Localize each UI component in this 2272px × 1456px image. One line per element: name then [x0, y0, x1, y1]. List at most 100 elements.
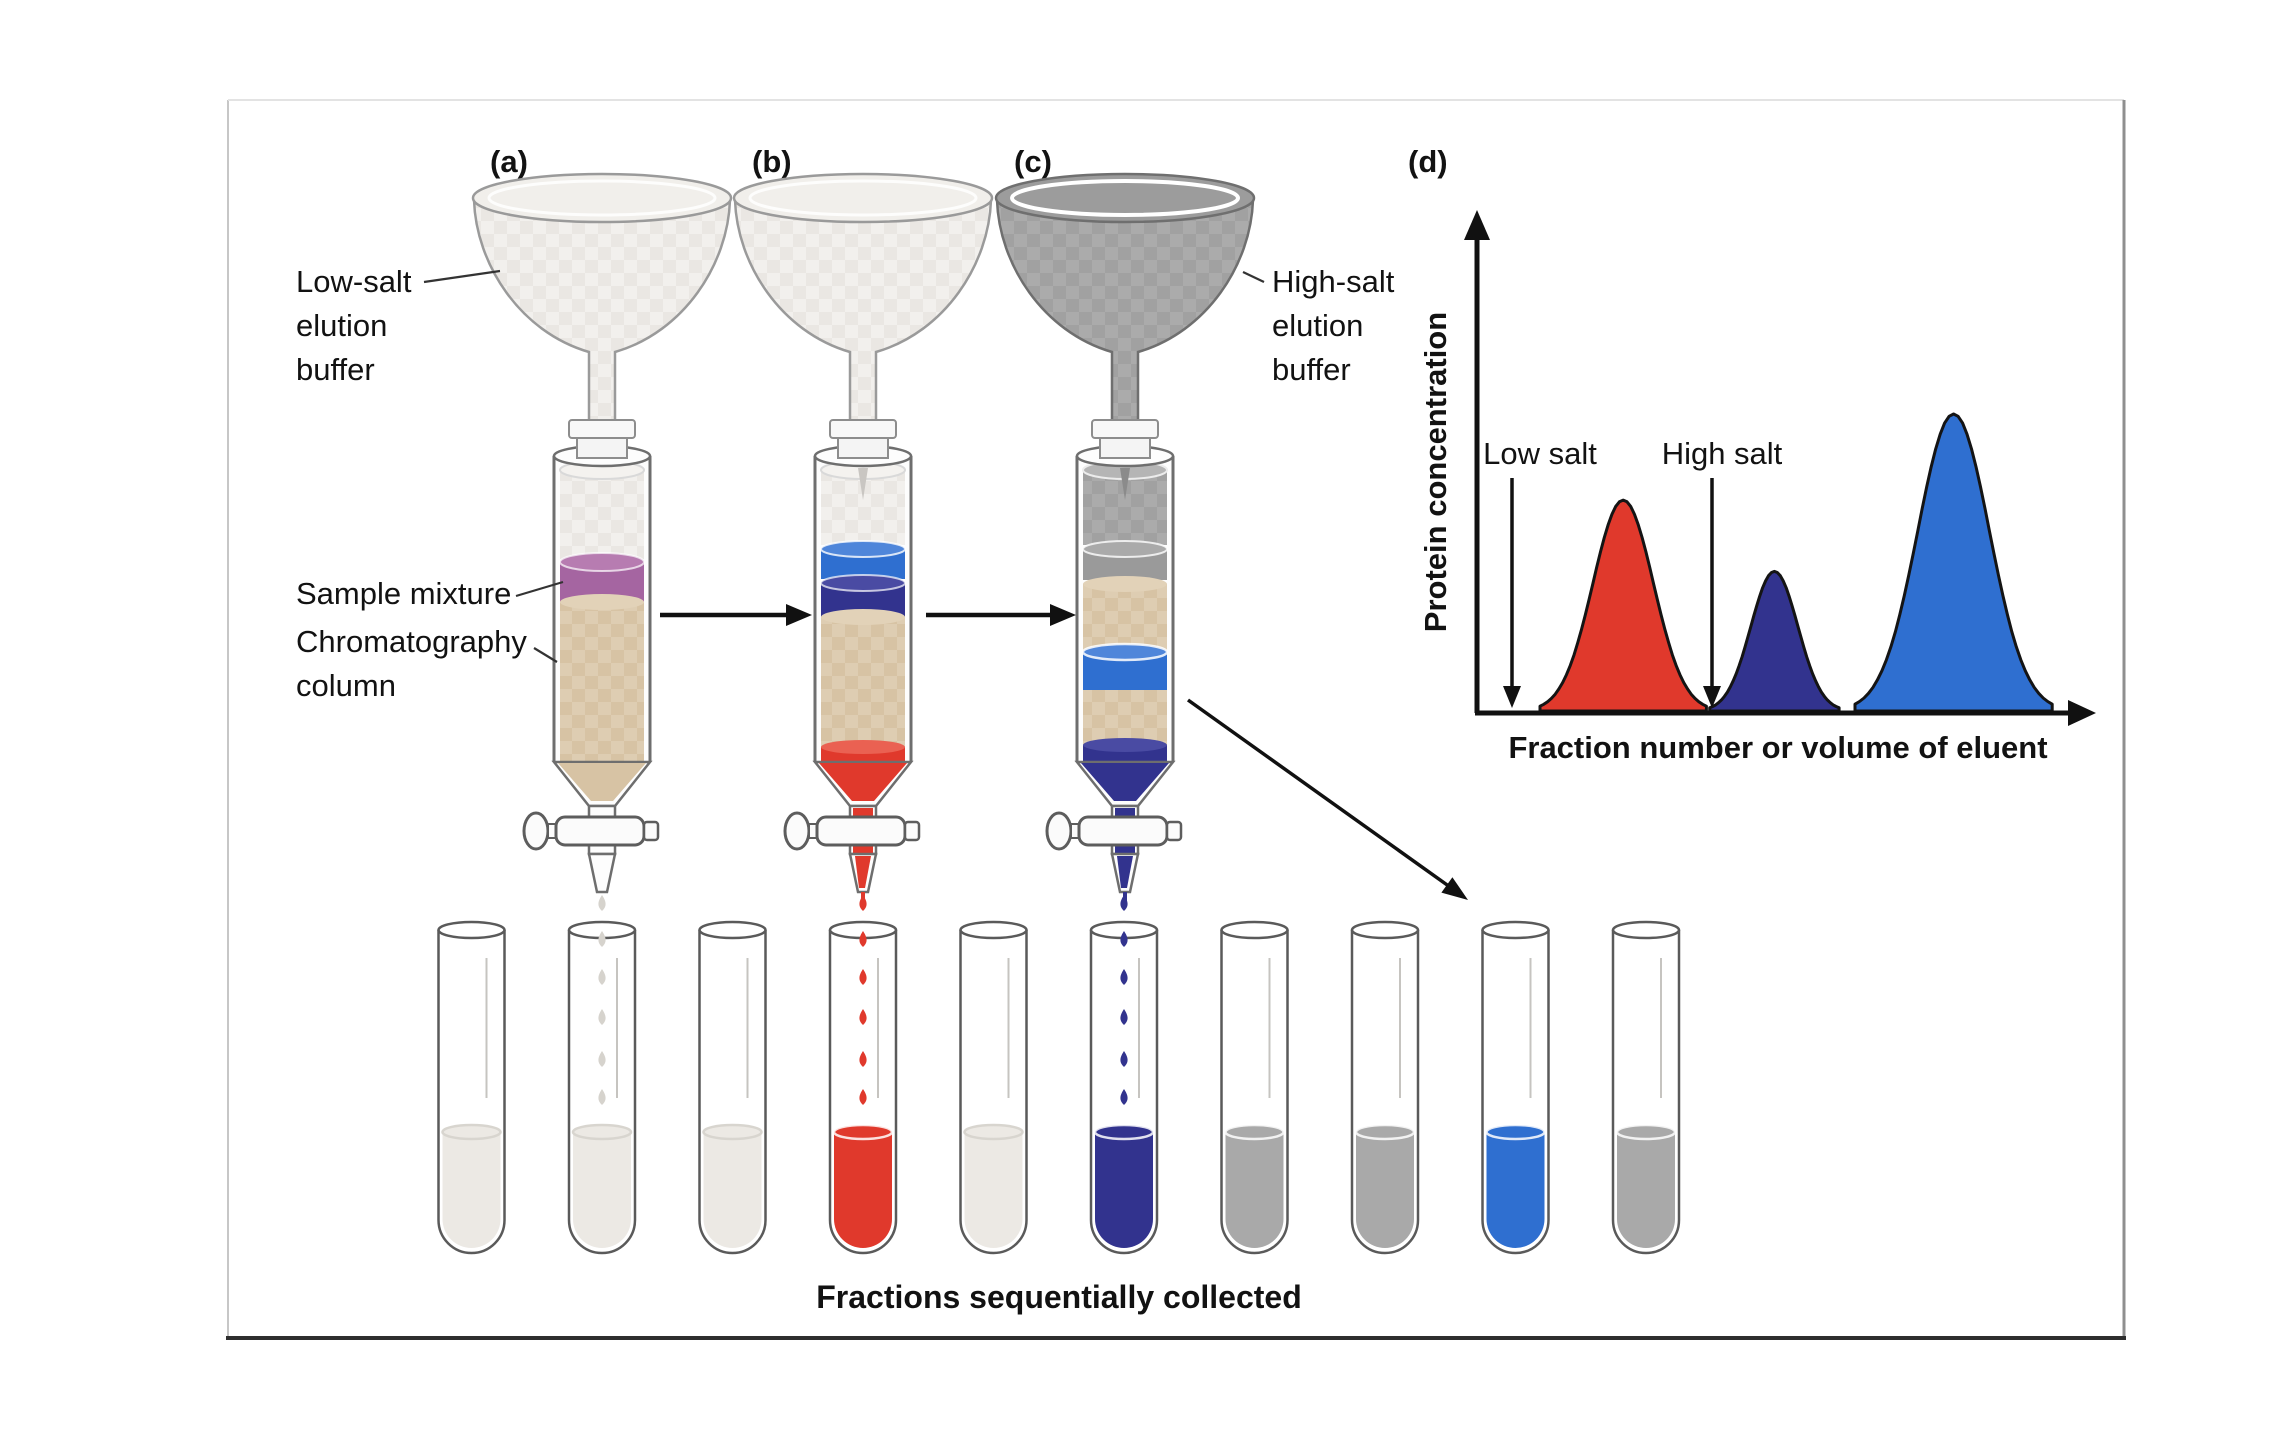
arrow-c-to-tubes-head — [1441, 877, 1468, 900]
test-tube-5 — [959, 920, 1028, 1255]
stopcock-c — [1045, 811, 1183, 851]
tube-contents-surface — [1485, 1123, 1546, 1141]
chromatography-column-pointer — [533, 647, 558, 663]
tube-contents — [1617, 1132, 1675, 1248]
column-b — [732, 172, 994, 904]
low-salt-annotation: Low salt — [1483, 436, 1597, 471]
high-salt-annotation: High salt — [1662, 436, 1783, 471]
drip — [1120, 895, 1128, 911]
outlet-spout-a — [587, 852, 617, 894]
drip — [598, 931, 606, 947]
tube-mouth — [698, 920, 767, 940]
tube-contents — [1225, 1132, 1284, 1248]
tube-contents-surface — [1354, 1123, 1416, 1141]
test-tube-4 — [828, 895, 898, 1255]
column-stopper-a — [568, 419, 636, 439]
funnel-c-rim-highlight — [1010, 179, 1240, 217]
buffer-layer-a — [560, 470, 644, 562]
taper-navy-c — [1081, 763, 1169, 801]
panel-frame — [226, 99, 2126, 1340]
chromatography-column-label-line2: column — [296, 668, 396, 703]
tube-mouth — [437, 920, 506, 940]
tube-contents — [1095, 1132, 1153, 1248]
test-tube-8 — [1350, 920, 1420, 1255]
funnel-drip-b — [858, 468, 868, 500]
stopcock-b — [783, 811, 921, 851]
drip — [1120, 931, 1128, 947]
high-salt-buffer-label-line3: buffer — [1272, 352, 1351, 387]
red-band-surface-b — [821, 740, 905, 754]
stopcock-cap-b — [903, 820, 921, 842]
resin-bed-a — [560, 602, 644, 762]
funnel-a-rim — [471, 172, 733, 224]
tube-contents-surface — [571, 1123, 633, 1141]
tube-contents-surface — [1093, 1123, 1155, 1141]
column-stopper-c — [1091, 419, 1159, 439]
chart-peaks — [1538, 412, 2054, 713]
drip — [1120, 1009, 1128, 1025]
tube-contents-surface — [441, 1123, 502, 1141]
chart-peak-blue-peak-high-salt-eluate — [1853, 412, 2054, 713]
stopcock-body-b — [815, 815, 907, 847]
column-neck-b — [837, 437, 889, 459]
drip — [598, 1009, 606, 1025]
funnel-c-bowl — [995, 198, 1255, 426]
arrow-a-to-b-head — [786, 604, 812, 626]
blue-band-surface-c — [1081, 642, 1169, 662]
tube-contents-surface — [1615, 1123, 1677, 1141]
test-tube-3 — [698, 920, 767, 1255]
spout-navy-c — [1117, 856, 1133, 888]
resin-surface-a — [560, 594, 644, 610]
test-tube-1 — [437, 920, 506, 1255]
drip — [859, 931, 867, 947]
low-salt-buffer-label-line1: Low-salt — [296, 264, 412, 299]
tube-contents — [964, 1132, 1023, 1248]
sample-mixture-pointer — [515, 580, 564, 598]
tube-mouth — [1611, 920, 1681, 940]
tube-contents — [1356, 1132, 1414, 1248]
y-axis-label: Protein concentration — [1418, 312, 1453, 632]
sample-band-surface — [559, 552, 645, 572]
chromatography-column-label-line1: Chromatography — [296, 624, 527, 659]
drip — [598, 1089, 606, 1105]
stopcock-body-c — [1077, 815, 1169, 847]
stopcock-handle-b — [783, 811, 811, 851]
high-salt-buffer-pointer — [1242, 271, 1265, 283]
drip — [859, 1089, 867, 1105]
stopcock-cap-a — [642, 820, 660, 842]
column-neck-c — [1099, 437, 1151, 459]
tube-mouth — [1220, 920, 1289, 940]
funnel-b-rim-highlight — [748, 179, 978, 217]
high-salt-buffer-label-line1: High-salt — [1272, 264, 1395, 299]
column-neck-a — [576, 437, 628, 459]
drip — [859, 969, 867, 985]
navy-band-surface-c — [1083, 738, 1167, 752]
drip — [1120, 1089, 1128, 1105]
stopcock-body-a — [554, 815, 646, 847]
arrow-c-to-tubes — [1186, 698, 1452, 889]
tube-mouth — [959, 920, 1028, 940]
arrow-b-to-c-head — [1050, 604, 1076, 626]
taper-red-b — [819, 763, 907, 801]
drip — [859, 1051, 867, 1067]
funnel-b-bowl — [733, 198, 993, 426]
column-c — [994, 172, 1256, 904]
tube-contents-surface — [702, 1123, 763, 1141]
drip — [598, 969, 606, 985]
drip — [1120, 969, 1128, 985]
chart-peak-navy-peak-low-salt-eluate — [1708, 569, 1841, 713]
funnel-b-rim — [732, 172, 994, 224]
funnel-a-rim-highlight — [487, 179, 717, 217]
taper-resin-a — [558, 763, 646, 801]
tube-contents-surface — [1224, 1123, 1285, 1141]
spout-red-b — [855, 856, 871, 888]
stopcock-handle-a — [522, 811, 550, 851]
y-axis-arrowhead — [1464, 210, 1490, 240]
test-tube-2 — [567, 895, 637, 1255]
tube-contents-surface — [963, 1123, 1024, 1141]
figure-caption: Fractions sequentially collected — [816, 1279, 1301, 1315]
test-tube-10 — [1611, 920, 1681, 1255]
panel-label-d: (d) — [1408, 144, 1448, 179]
callout-labels: Low-salt elution buffer Sample mixture C… — [296, 264, 1395, 703]
